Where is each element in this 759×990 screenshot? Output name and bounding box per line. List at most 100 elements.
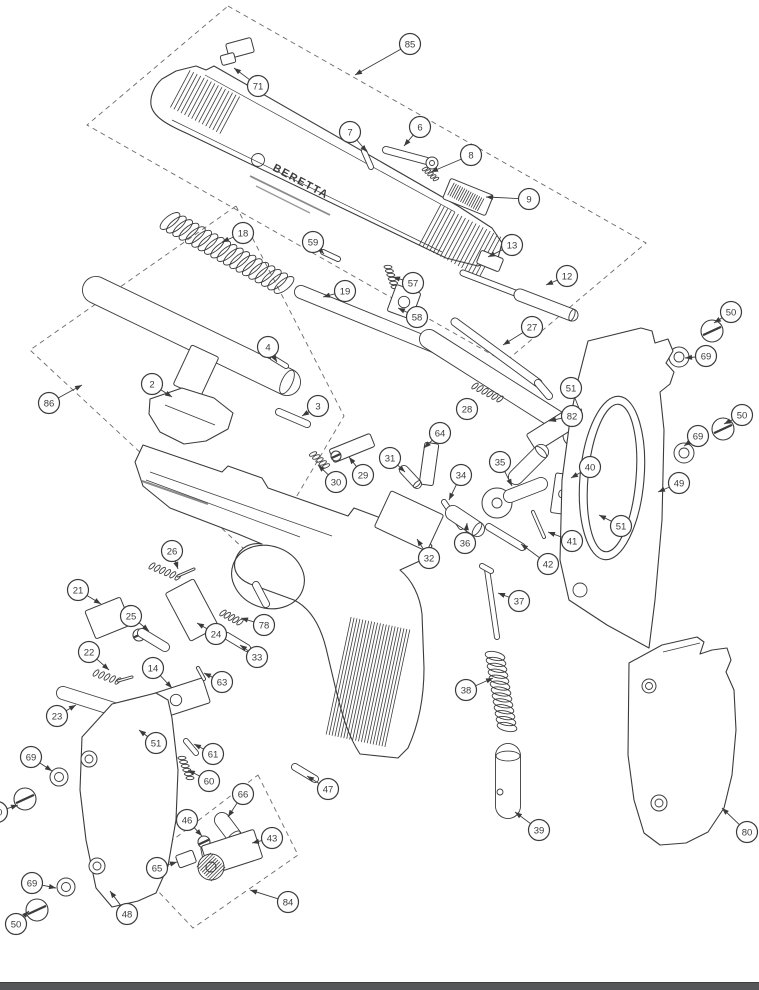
svg-text:71: 71 — [253, 81, 264, 92]
callout-14: 14 — [141, 656, 173, 689]
callout-36: 36 — [453, 522, 477, 555]
svg-text:36: 36 — [460, 538, 471, 549]
trigger-bar — [450, 317, 543, 388]
slide-front-serrations — [170, 70, 240, 134]
svg-text:33: 33 — [252, 652, 263, 663]
callout-25: 25 — [119, 604, 150, 632]
magrelease-group-box — [135, 774, 299, 929]
svg-text:50: 50 — [0, 807, 2, 818]
tube-part — [508, 444, 549, 485]
callout-71: 71 — [233, 67, 270, 98]
svg-text:25: 25 — [126, 611, 137, 622]
pin-part — [183, 738, 199, 756]
callout-21: 21 — [66, 578, 102, 605]
washer-part — [650, 794, 668, 812]
svg-text:57: 57 — [408, 278, 419, 289]
slide-group-box — [86, 5, 647, 363]
svg-text:50: 50 — [726, 307, 737, 318]
grip-screw — [711, 417, 735, 441]
svg-text:4: 4 — [265, 342, 270, 353]
svg-text:8: 8 — [468, 150, 473, 161]
svg-text:40: 40 — [585, 462, 596, 473]
grip-washer — [673, 442, 695, 464]
front-sight-base — [219, 52, 237, 66]
screw-part — [13, 787, 37, 811]
svg-text:29: 29 — [358, 470, 369, 481]
svg-text:78: 78 — [259, 620, 270, 631]
pin-part — [196, 666, 206, 681]
callout-69: 69 — [683, 424, 710, 448]
callout-32: 32 — [416, 538, 441, 570]
callout-51: 51 — [138, 729, 168, 755]
svg-text:9: 9 — [526, 194, 531, 205]
callout-31: 31 — [378, 446, 406, 473]
svg-text:50: 50 — [11, 919, 22, 930]
callout-40: 40 — [570, 455, 602, 479]
callout-7: 7 — [338, 120, 368, 153]
callout-8: 8 — [430, 143, 483, 173]
frame-grip-checkering — [325, 616, 411, 748]
washer-part — [641, 678, 657, 694]
footer-bar — [0, 982, 759, 990]
svg-text:43: 43 — [267, 833, 278, 844]
hammer-spur — [503, 477, 548, 503]
circle-part — [572, 582, 588, 598]
svg-text:27: 27 — [527, 322, 538, 333]
tube-part — [513, 288, 579, 322]
svg-text:18: 18 — [238, 228, 249, 239]
callout-82: 82 — [548, 404, 584, 428]
callout-84: 84 — [249, 889, 300, 914]
svg-text:6: 6 — [417, 122, 422, 133]
callout-30: 30 — [317, 464, 348, 494]
callout-50: 50 — [713, 300, 743, 324]
tube-part — [445, 505, 485, 537]
sideplate — [374, 490, 444, 552]
callout-39: 39 — [514, 811, 551, 842]
svg-text:69: 69 — [693, 431, 704, 442]
svg-text:66: 66 — [238, 789, 249, 800]
svg-text:59: 59 — [308, 237, 319, 248]
svg-text:84: 84 — [283, 897, 294, 908]
callout-69: 69 — [684, 344, 718, 368]
tube-part — [399, 465, 422, 489]
callout-41: 41 — [547, 529, 584, 553]
callout-57: 57 — [392, 271, 425, 295]
callout-13: 13 — [487, 233, 524, 258]
svg-text:30: 30 — [331, 477, 342, 488]
spring-part — [177, 755, 195, 781]
callout-59: 59 — [301, 230, 325, 255]
svg-text:2: 2 — [149, 379, 154, 390]
callout-22: 22 — [77, 640, 110, 671]
callout-2: 2 — [140, 372, 173, 398]
callout-46: 46 — [175, 808, 203, 837]
beretta-logo — [251, 153, 265, 167]
decock-lever — [165, 578, 219, 642]
svg-text:48: 48 — [122, 909, 133, 920]
svg-text:49: 49 — [674, 478, 685, 489]
callout-34: 34 — [448, 463, 473, 501]
spring-part — [92, 669, 122, 685]
callout-35: 35 — [488, 450, 513, 487]
svg-text:65: 65 — [152, 863, 163, 874]
svg-text:26: 26 — [167, 546, 178, 557]
locking-block — [148, 387, 234, 445]
callout-12: 12 — [545, 264, 579, 288]
svg-text:37: 37 — [514, 596, 525, 607]
callout-69: 69 — [20, 871, 57, 895]
right-grip-panel — [559, 327, 675, 649]
callout-29: 29 — [348, 456, 375, 487]
callout-43: 43 — [251, 826, 284, 850]
trigger-guard — [231, 544, 305, 610]
washer-part — [88, 857, 106, 875]
callout-66: 66 — [227, 782, 255, 818]
svg-text:24: 24 — [211, 629, 222, 640]
svg-text:64: 64 — [435, 428, 446, 439]
callout-51: 51 — [598, 514, 633, 538]
callout-85: 85 — [354, 32, 422, 76]
washer-part — [425, 156, 439, 170]
svg-text:69: 69 — [701, 351, 712, 362]
svg-text:32: 32 — [424, 553, 435, 564]
spring-part — [471, 382, 504, 403]
callout-24: 24 — [196, 622, 228, 646]
callout-63: 63 — [203, 670, 234, 694]
